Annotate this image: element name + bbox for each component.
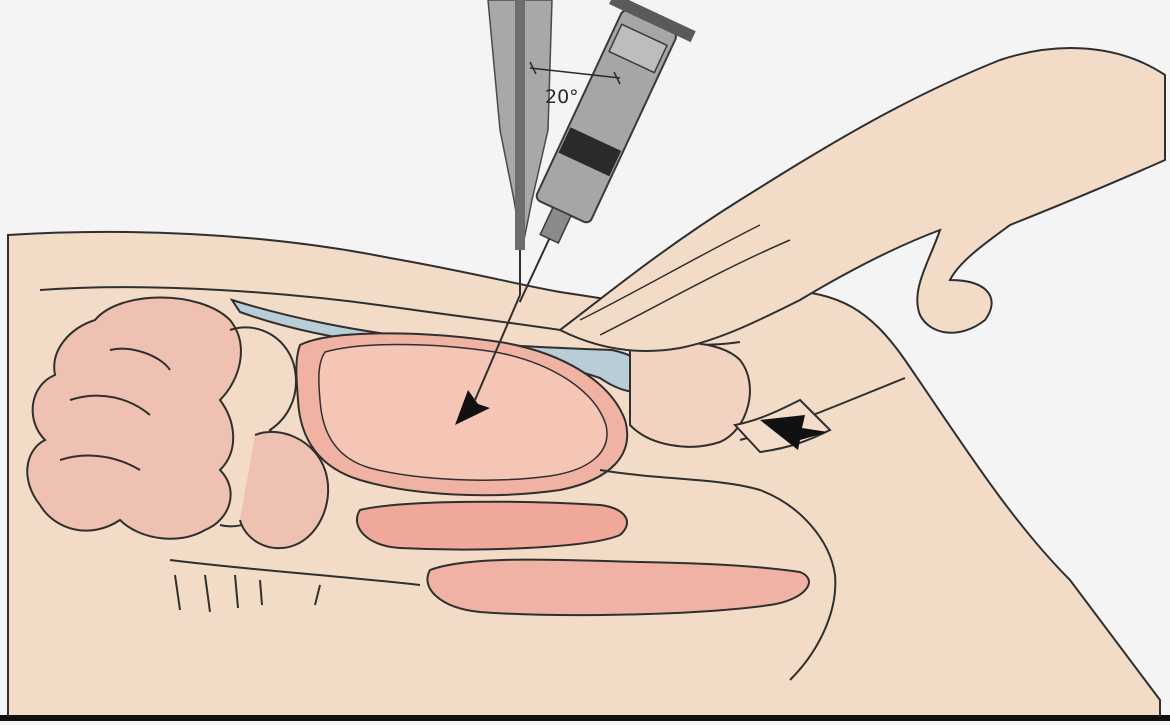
pubic-bone (630, 343, 750, 447)
rectum (427, 560, 809, 616)
angle-label: 20° (545, 86, 579, 108)
uterus (357, 502, 627, 550)
